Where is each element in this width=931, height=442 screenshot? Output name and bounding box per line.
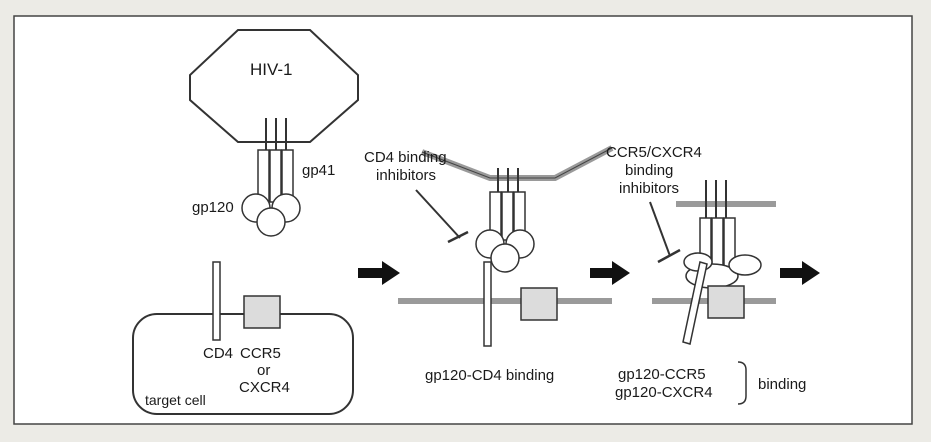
cd4-receptor [484,262,491,346]
or-label: or [257,362,270,379]
binding-label: binding [758,376,806,393]
gp120-globule [729,255,761,275]
gp41-rod [270,150,281,202]
cd4-inhibitors-label-2: inhibitors [376,167,436,184]
gp120-ccr5-label: gp120-CCR5 [618,366,706,383]
cxcr4-label: CXCR4 [239,379,290,396]
target-cell-label: target cell [145,392,206,408]
ccr5-cxcr4-receptor [708,286,744,318]
gp120-label: gp120 [192,199,234,216]
ccr5-label: CCR5 [240,345,281,362]
gp120-cxcr4-label: gp120-CXCR4 [615,384,713,401]
ccr5-cxcr4-receptor [244,296,280,328]
coreceptor-inhibitors-label-2: binding [625,162,673,179]
gp41-label: gp41 [302,162,335,179]
cd4-inhibitors-label-1: CD4 binding [364,149,447,166]
coreceptor-inhibitors-label-1: CCR5/CXCR4 [606,144,702,161]
coreceptor-inhibitors-label-3: inhibitors [619,180,679,197]
hiv-label: HIV-1 [250,60,293,79]
ccr5-cxcr4-receptor [521,288,557,320]
gp120-globule [491,244,519,272]
gp41-rod [712,218,723,270]
gp120-globule [257,208,285,236]
cd4-receptor [213,262,220,340]
cd4-label: CD4 [203,345,233,362]
gp120-cd4-binding-label: gp120-CD4 binding [425,367,554,384]
